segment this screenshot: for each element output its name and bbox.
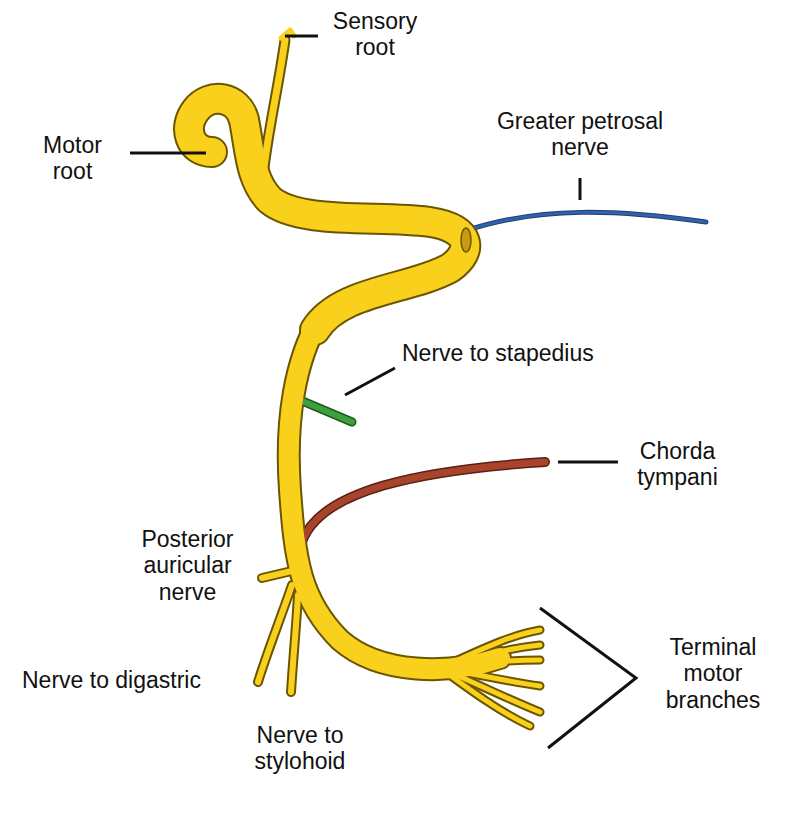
- part-label: Motor root: [30, 132, 115, 185]
- trunk-lower-outline: [289, 318, 500, 669]
- part-label: Chorda tympani: [620, 438, 735, 491]
- greater-petrosal-nerve: [462, 212, 706, 232]
- part-label: Sensory root: [320, 8, 430, 61]
- branch-outline: [291, 595, 298, 692]
- nerve-trunk: [189, 99, 465, 330]
- nerve-fills: [189, 30, 706, 726]
- terminal-branch: [440, 630, 540, 668]
- leader-line: [345, 368, 395, 395]
- part-label: Nerve to stylohoid: [235, 722, 365, 775]
- bracket: [540, 608, 636, 748]
- part-label: Nerve to digastric: [22, 667, 201, 693]
- branch-outline: [440, 630, 540, 668]
- terminal-branch: [440, 645, 540, 668]
- leader-line: [130, 152, 206, 155]
- branch-outline: [258, 585, 292, 682]
- stylohyoid-branch: [291, 595, 298, 692]
- posterior-auricular-branch: [262, 570, 296, 578]
- nerve-to-stapedius: [300, 400, 352, 422]
- petrosal-outline: [462, 212, 706, 232]
- chorda-outline: [302, 462, 545, 542]
- part-label: Nerve to stapedius: [402, 340, 594, 366]
- leader-line: [558, 461, 618, 464]
- part-label: Posterior auricular nerve: [125, 526, 250, 605]
- leader-line: [579, 178, 582, 200]
- leader-line: [285, 35, 318, 38]
- branch-outline: [262, 570, 296, 578]
- chorda-tympani: [302, 462, 545, 542]
- stapedius-outline: [300, 400, 352, 422]
- nerve-trunk: [289, 318, 500, 669]
- trunk-upper-outline: [189, 99, 465, 330]
- digastric-branch: [258, 585, 292, 682]
- part-label: Greater petrosal nerve: [495, 108, 665, 161]
- part-label: Terminal motor branches: [652, 634, 774, 713]
- geniculate-ganglion: [461, 228, 471, 252]
- terminal-branch: [440, 660, 540, 668]
- nerve-outlines: [189, 40, 706, 726]
- terminal-branch: [440, 668, 530, 726]
